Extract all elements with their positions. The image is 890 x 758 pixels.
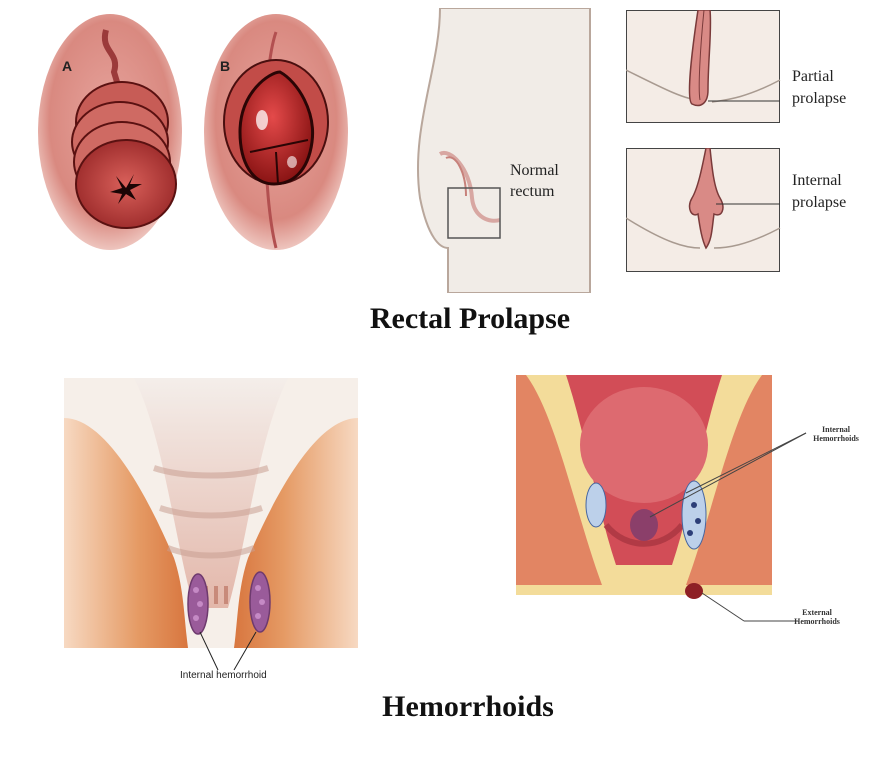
rectal-canal: [134, 378, 288, 608]
partial-prolapse-drawing: [626, 10, 781, 123]
internal-prolapse-inset: [626, 148, 781, 273]
anus-a: [110, 174, 142, 204]
internal-prolapse-drawing: [626, 148, 781, 272]
internal-hemorrhoids-label-2: Hemorrhoids: [813, 434, 859, 443]
hemorrhoids-title: Hemorrhoids: [382, 690, 554, 723]
normal-rectum-label-1: Normal: [510, 162, 559, 179]
normal-rectum-label-2: rectum: [510, 183, 555, 200]
internal-hemorrhoid-drawing: [64, 378, 358, 671]
external-hemorrhoids-label-1: External: [802, 608, 832, 617]
internal-prolapse-label-2: prolapse: [792, 194, 847, 211]
internal-hemorrhoid-mass: [630, 509, 658, 541]
prolapse-mass-b: [238, 70, 315, 186]
prolapse-ring-a: [75, 139, 177, 229]
hemorrhoids-cross-section: Internal Hemorrhoids External Hemorrhoid…: [516, 375, 866, 630]
partial-prolapse-inset: [626, 10, 781, 124]
hemorrhoids-cross-section-drawing: [516, 375, 807, 622]
rectal-prolapse-title: Rectal Prolapse: [369, 302, 571, 335]
label-b: B: [220, 58, 231, 74]
internal-hemorrhoid-illustration: Internal hemorrhoid: [64, 378, 358, 690]
body-side-drawing: [416, 8, 591, 293]
internal-hemorrhoids-label-1: Internal: [822, 425, 850, 434]
prolapse-ab-drawing: [38, 14, 348, 250]
external-hemorrhoids-label-2: Hemorrhoids: [794, 617, 840, 626]
intussusception-tissue: [688, 148, 724, 250]
partial-prolapse-label-2: prolapse: [792, 90, 847, 107]
external-hemorrhoid-mass: [685, 583, 703, 599]
prolapse-ab-illustration: A B: [30, 12, 370, 262]
left-muscle: [64, 418, 188, 648]
normal-rectum-box: [447, 187, 501, 239]
internal-prolapse-label-1: Internal: [792, 172, 842, 189]
internal-hemorrhoid-label: Internal hemorrhoid: [180, 670, 267, 681]
partial-prolapse-label-1: Partial: [792, 68, 834, 85]
body-side-view: Normal rectum: [400, 8, 620, 293]
label-a: A: [62, 58, 73, 74]
body-silhouette: [416, 8, 591, 293]
